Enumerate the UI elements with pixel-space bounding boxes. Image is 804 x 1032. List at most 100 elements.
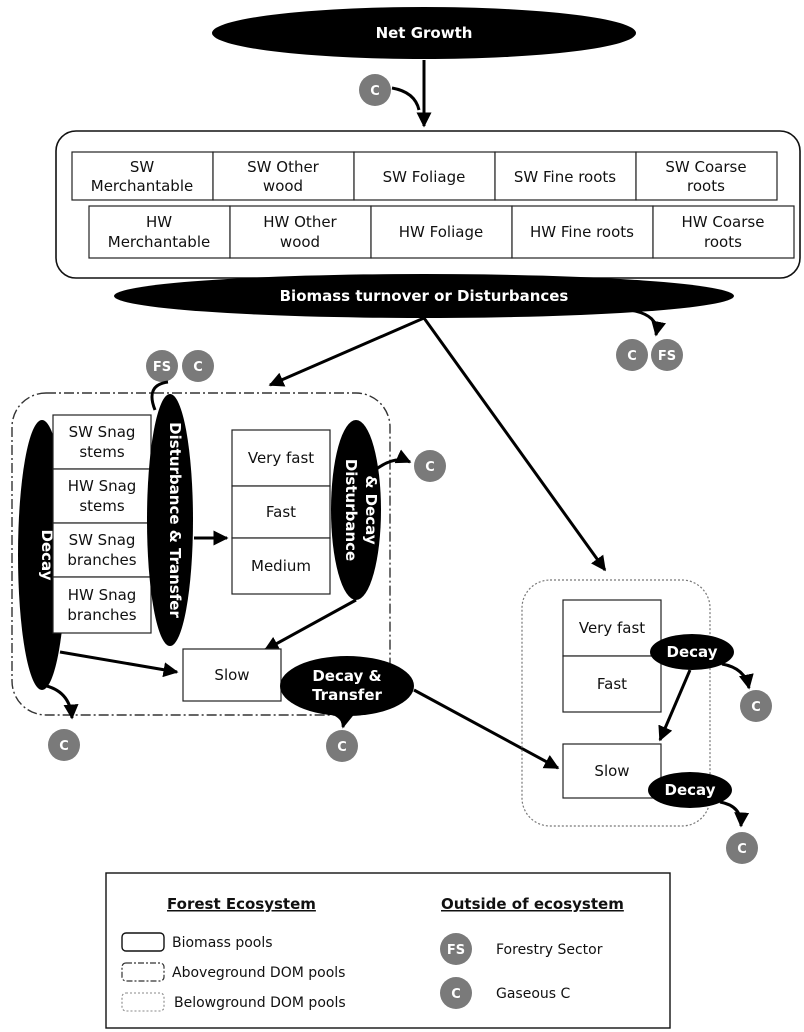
legend-fs-icon xyxy=(440,933,472,965)
gaseous-c-turnover: C xyxy=(616,339,648,371)
legend-below-label: Belowground DOM pools xyxy=(174,995,346,1011)
hw-merch-l1: HW xyxy=(146,213,172,231)
legend-fs-label: Forestry Sector xyxy=(496,942,603,958)
forestry-sector-turnover: FS xyxy=(651,339,683,371)
arrow-turnover-out xyxy=(629,308,666,337)
aboveground-fast-pools: Very fast Fast Medium xyxy=(231,429,331,595)
turnover-label: Biomass turnover or Disturbances xyxy=(280,287,569,305)
above-veryfast-label: Very fast xyxy=(248,449,314,467)
disturbance-transfer-node: Disturbance & Transfer xyxy=(147,394,193,646)
arrow-decay-below-slow-c xyxy=(719,800,750,828)
fs-label: FS xyxy=(658,349,676,364)
decay-transfer-l1: Decay & xyxy=(312,667,381,685)
legend-forest-heading: Forest Ecosystem xyxy=(167,895,316,913)
arrow-to-belowground xyxy=(422,317,607,572)
decay-below-fast-node: Decay xyxy=(650,634,734,670)
c-label: C xyxy=(751,700,761,715)
decay-left-label: Decay xyxy=(38,530,56,581)
sw-fineroots-label: SW Fine roots xyxy=(514,168,616,186)
legend-c-icon-label: C xyxy=(451,987,461,1002)
sw-merch-l2: Merchantable xyxy=(91,177,193,195)
gaseous-c-below-fast: C xyxy=(740,690,772,722)
snag-0-l2: stems xyxy=(79,443,125,461)
arrow-slow-above-to-below xyxy=(413,688,560,770)
fs-label: FS xyxy=(153,360,171,375)
snag-2-l1: SW Snag xyxy=(69,531,136,549)
arrow-pools-to-slow xyxy=(263,598,357,652)
decay-below-slow-node: Decay xyxy=(648,772,732,808)
hw-other-l2: wood xyxy=(280,233,320,251)
slow-below-box xyxy=(562,743,662,799)
disturbance-decay-l2: & Decay xyxy=(362,475,380,544)
hw-coarse-l1: HW Coarse xyxy=(682,213,765,231)
below-veryfast-label: Very fast xyxy=(579,619,645,637)
c-label: C xyxy=(425,460,435,475)
c-label: C xyxy=(337,740,347,755)
belowground-fast-pools: Very fast Fast xyxy=(562,599,662,713)
legend-above-swatch xyxy=(121,962,165,982)
legend-c-icon xyxy=(440,977,472,1009)
legend-biomass-label: Biomass pools xyxy=(172,935,273,951)
gaseous-c-decay-left: C xyxy=(48,729,80,761)
arrow-c-uptake xyxy=(391,86,421,111)
legend-above-label: Aboveground DOM pools xyxy=(172,965,345,981)
above-fast-label: Fast xyxy=(266,503,296,521)
legend-below-swatch xyxy=(121,992,165,1012)
sw-foliage-label: SW Foliage xyxy=(383,168,466,186)
disturbance-transfer-label: Disturbance & Transfer xyxy=(166,422,184,618)
gaseous-c-above: C xyxy=(182,350,214,382)
disturbance-decay-l1: Disturbance xyxy=(342,459,360,561)
arrow-snags-to-slow xyxy=(59,650,179,678)
hw-other-l1: HW Other xyxy=(263,213,337,231)
arrow-to-aboveground xyxy=(268,316,425,387)
slow-above-box xyxy=(182,648,282,702)
above-medium-label: Medium xyxy=(251,557,311,575)
sw-other-l1: SW Other xyxy=(247,158,320,176)
snag-3-l2: branches xyxy=(67,606,136,624)
net-growth-node: Net Growth xyxy=(212,7,636,59)
sw-merch-l1: SW xyxy=(130,158,155,176)
decay-transfer-node: Decay & Transfer xyxy=(280,656,414,716)
arrow-decay-out-c xyxy=(374,449,412,472)
c-label: C xyxy=(193,360,203,375)
sw-coarse-l2: roots xyxy=(687,177,725,195)
sw-other-l2: wood xyxy=(263,177,303,195)
c-label: C xyxy=(370,84,380,99)
decay-below-fast-label: Decay xyxy=(667,643,718,661)
decay-below-slow-label: Decay xyxy=(665,781,716,799)
gaseous-c-input: C xyxy=(359,74,391,106)
arrow-decay-transfer-c xyxy=(329,710,354,729)
below-fast-label: Fast xyxy=(597,675,627,693)
belowground-dom-container xyxy=(521,579,711,827)
c-label: C xyxy=(737,842,747,857)
snag-1-l1: HW Snag xyxy=(68,477,137,495)
c-label: C xyxy=(627,349,637,364)
c-label: C xyxy=(59,739,69,754)
sw-biomass-row: SW Merchantable SW Other wood SW Foliage… xyxy=(71,151,778,201)
snag-pools: SW Snag stems HW Snag stems SW Snag bran… xyxy=(52,414,152,634)
slow-above-label: Slow xyxy=(214,666,249,684)
legend-outside-heading: Outside of ecosystem xyxy=(441,895,624,913)
hw-coarse-l2: roots xyxy=(704,233,742,251)
disturbance-decay-node: Disturbance & Decay xyxy=(331,420,381,600)
gaseous-c-decay-above: C xyxy=(414,450,446,482)
arrow-decay-below-fast-c xyxy=(721,662,754,690)
hw-merch-l2: Merchantable xyxy=(108,233,210,251)
biomass-turnover-node: Biomass turnover or Disturbances xyxy=(114,274,734,318)
hw-biomass-row: HW Merchantable HW Other wood HW Foliage… xyxy=(88,205,795,259)
gaseous-c-below-slow: C xyxy=(726,832,758,864)
sw-coarse-l1: SW Coarse xyxy=(665,158,746,176)
hw-fineroots-label: HW Fine roots xyxy=(530,223,634,241)
gaseous-c-decay-transfer: C xyxy=(326,730,358,762)
forestry-sector-above: FS xyxy=(146,350,178,382)
legend-biomass-swatch xyxy=(121,932,165,952)
legend-fs-icon-label: FS xyxy=(447,943,465,958)
arrow-decay-left-c xyxy=(41,683,79,720)
snag-0-l1: SW Snag xyxy=(69,423,136,441)
hw-foliage-label: HW Foliage xyxy=(399,223,483,241)
arrow-snag-out xyxy=(150,380,169,411)
snag-1-l2: stems xyxy=(79,497,125,515)
legend: Forest Ecosystem Outside of ecosystem Bi… xyxy=(105,872,671,1029)
aboveground-dom-container xyxy=(11,392,391,716)
